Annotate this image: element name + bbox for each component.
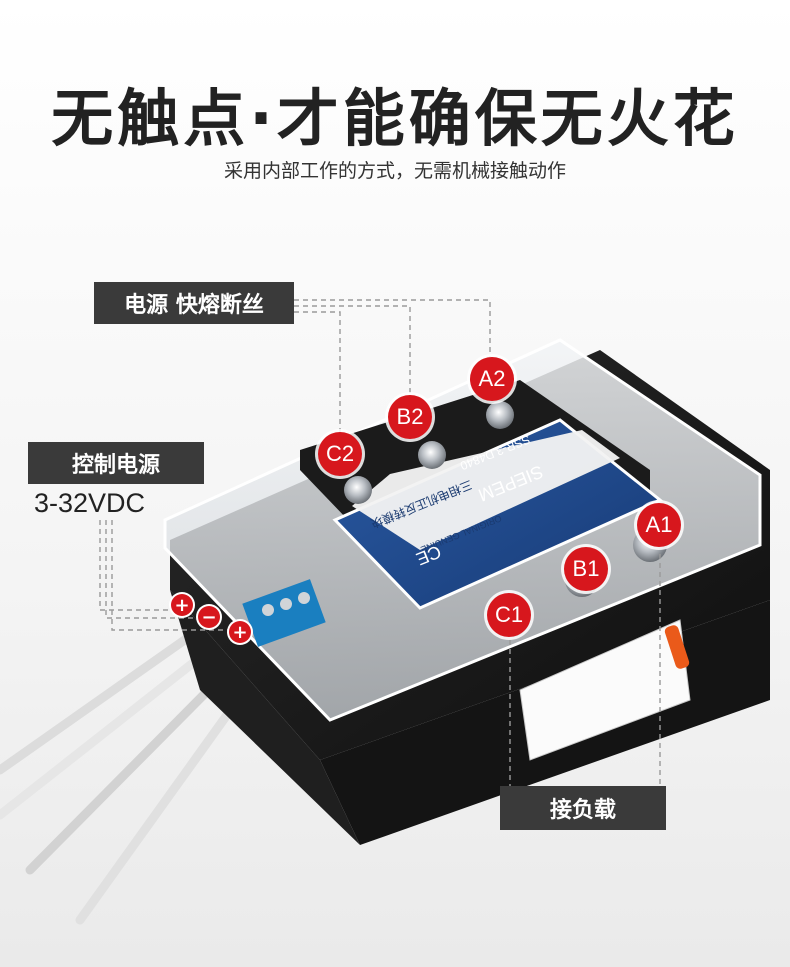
control-power-label: 控制电源 — [28, 442, 204, 484]
screw-b2 — [418, 441, 446, 469]
control-terminal-block — [242, 579, 326, 647]
terminal-badge-b1: B1 — [564, 547, 608, 591]
terminal-badge-c2: C2 — [318, 432, 362, 476]
screw-a2 — [486, 401, 514, 429]
fuse-power-label: 电源 快熔断丝 — [94, 282, 294, 324]
load-connection-label: 接负载 — [500, 786, 666, 830]
polarity-minus: − — [198, 606, 220, 628]
control-voltage-text: 3-32VDC — [34, 488, 146, 518]
callout-lines — [99, 299, 661, 786]
terminal-badge-a2: A2 — [470, 357, 514, 401]
screw-c2 — [344, 476, 372, 504]
side-sticker — [519, 619, 691, 761]
polarity-plus-right: + — [229, 621, 251, 643]
terminal-badge-a1: A1 — [637, 503, 681, 547]
headline: 无触点·才能确保无火花 — [51, 82, 739, 155]
terminal-badge-c1: C1 — [487, 593, 531, 637]
subheadline: 采用内部工作的方式，无需机械接触动作 — [223, 160, 566, 182]
terminal-badge-b2: B2 — [388, 395, 432, 439]
polarity-plus-left: + — [171, 594, 193, 616]
